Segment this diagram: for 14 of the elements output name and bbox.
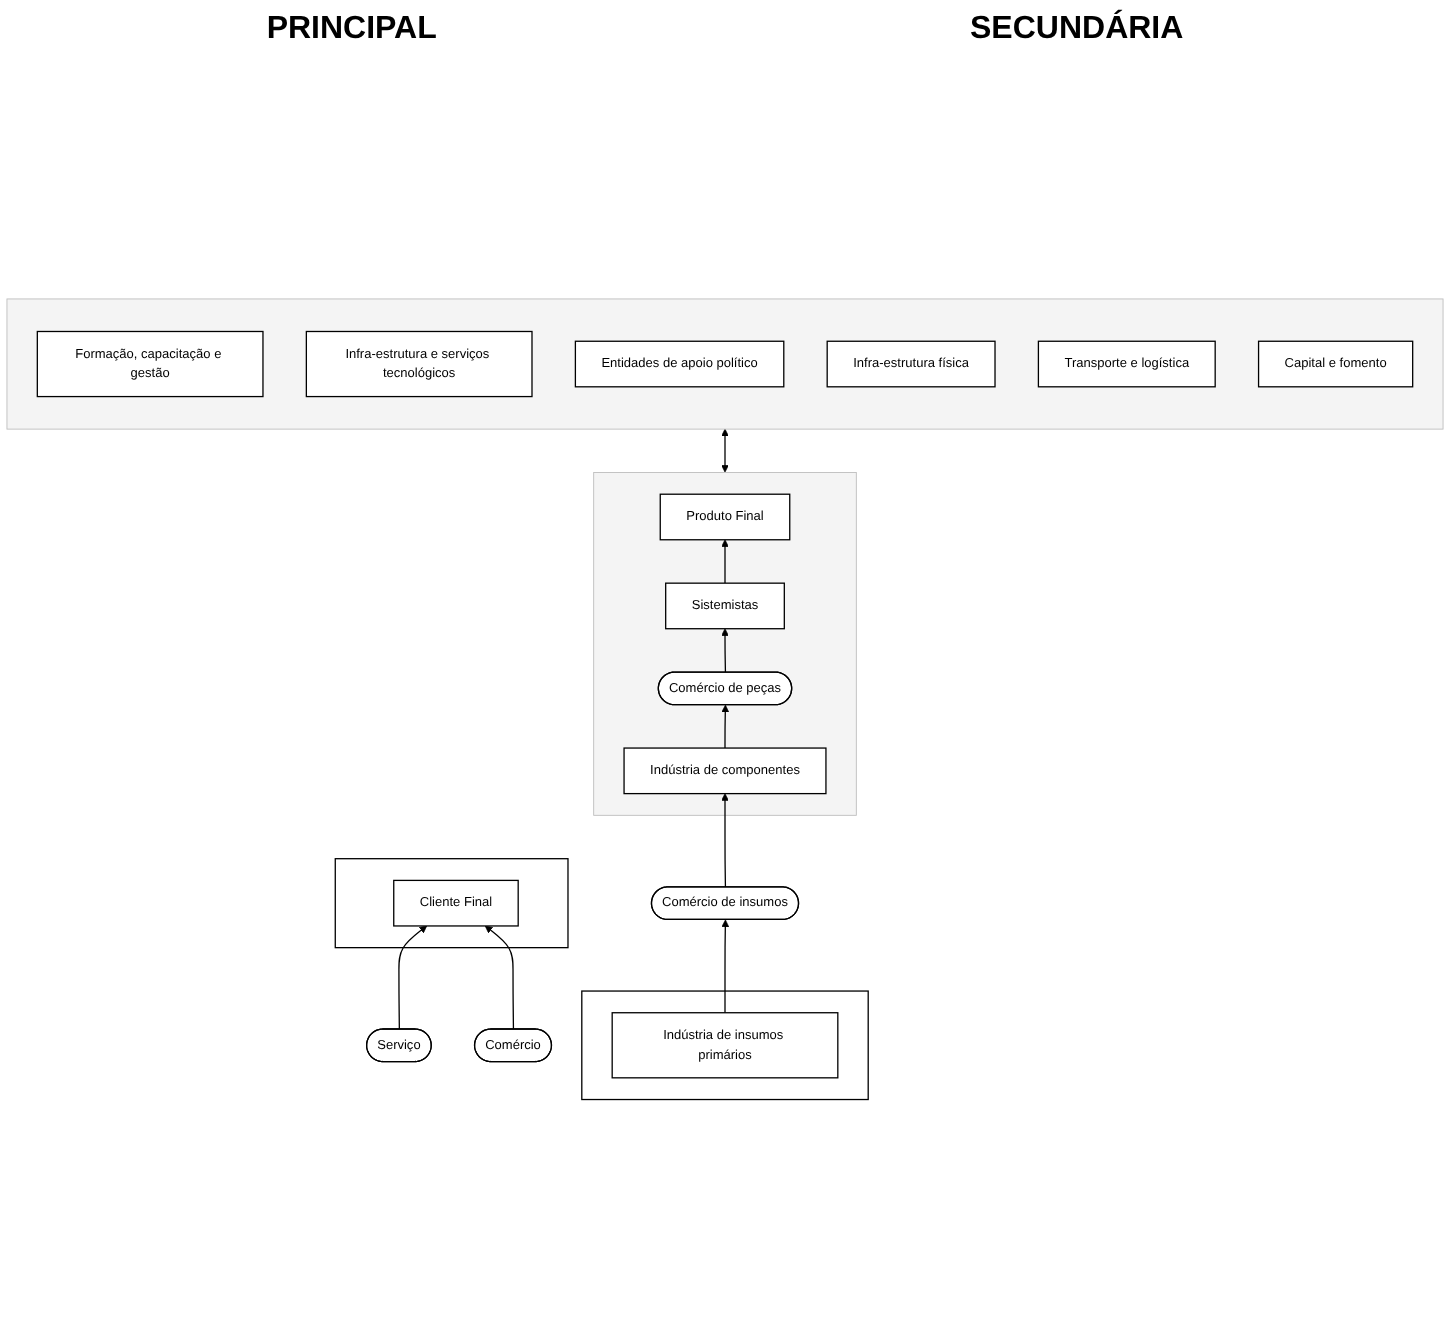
cluster <box>581 991 869 1101</box>
cluster <box>6 299 1444 431</box>
cluster <box>593 472 857 817</box>
cluster <box>334 858 569 950</box>
arrow <box>484 926 515 1031</box>
arrow <box>398 926 428 1031</box>
arrow <box>721 920 730 1015</box>
column-heading: SECUNDÁRIA <box>970 12 1184 48</box>
arrow <box>721 540 729 585</box>
arrow <box>721 429 729 474</box>
arrow <box>721 794 729 889</box>
arrow <box>721 705 730 750</box>
column-heading: PRINCIPAL <box>266 12 437 48</box>
arrow <box>721 629 729 674</box>
